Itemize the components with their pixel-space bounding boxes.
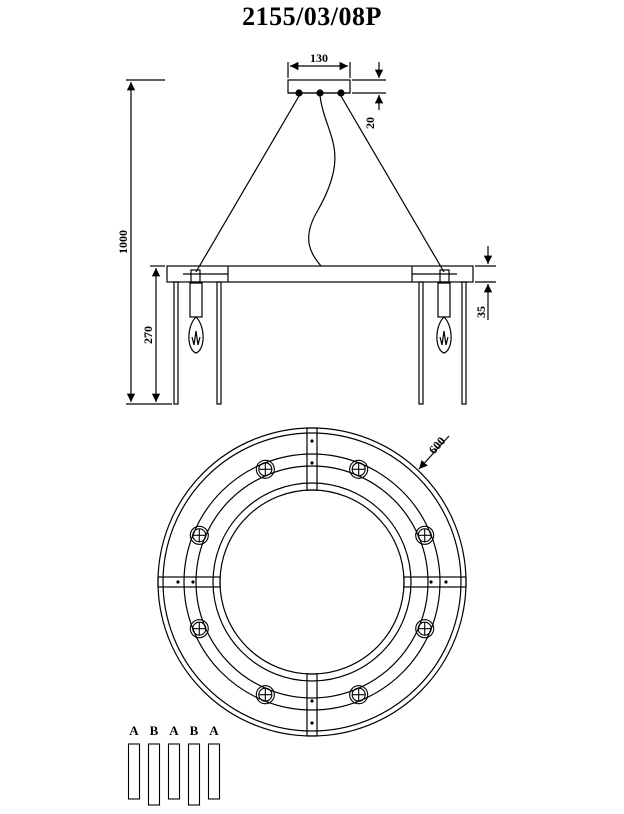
lamp-socket-icon [189,619,209,639]
canopy-mount-left [295,89,303,97]
lamp-socket-icon [415,619,435,639]
crystal-label-a: A [129,723,139,738]
canopy-mount-center [316,89,324,97]
lamp-socket-icon [255,685,275,705]
bulb-right-icon [436,316,452,354]
dim-canopy-height: 20 [363,117,377,129]
lamp-socket-icon [349,685,369,705]
crystal-label-b: B [190,723,199,738]
lamp-socket-icon [415,525,435,545]
suspension-wire-left [195,95,300,273]
bulb-holder-right [437,282,451,318]
crystal-rod-b [187,743,201,806]
crystal-rod-side [418,281,424,405]
drawing-title: 2155/03/08P [242,2,382,31]
side-elevation-view [126,61,496,405]
canopy-mount-right [337,89,345,97]
dim-body-height: 270 [141,326,155,344]
outer-ring [157,427,467,737]
bulb-left-icon [188,316,204,354]
ring-connector-top [306,427,318,491]
crystal-label-a: A [209,723,219,738]
dim-diameter: 600 [426,434,448,457]
top-plan-view [157,427,467,737]
lamp-socket-icon [349,459,369,479]
lamp-socket-icon [189,525,209,545]
lamp-socket-icon [255,459,275,479]
ring-connector-left [157,576,221,588]
ring-side [166,265,474,283]
crystal-rod-side [173,281,179,405]
crystal-rod-b [147,743,161,806]
lamp-sockets [189,459,435,705]
crystal-label-b: B [150,723,159,738]
power-cable [308,95,336,267]
dim-ring-height: 35 [474,306,488,318]
crystal-rod-a [167,743,181,800]
crystal-rod-a [127,743,141,800]
bulb-holder-left [189,282,203,318]
crystal-label-a: A [169,723,179,738]
inner-ring [212,482,412,682]
ring-connector-right [403,576,467,588]
dim-canopy-width: 130 [310,51,328,65]
ring-connector-bottom [306,673,318,737]
crystal-rod-side [216,281,222,405]
suspension-wire-right [340,95,445,273]
crystal-rod-a [207,743,221,800]
dim-total-height: 1000 [116,230,130,254]
crystal-rod-side [461,281,467,405]
